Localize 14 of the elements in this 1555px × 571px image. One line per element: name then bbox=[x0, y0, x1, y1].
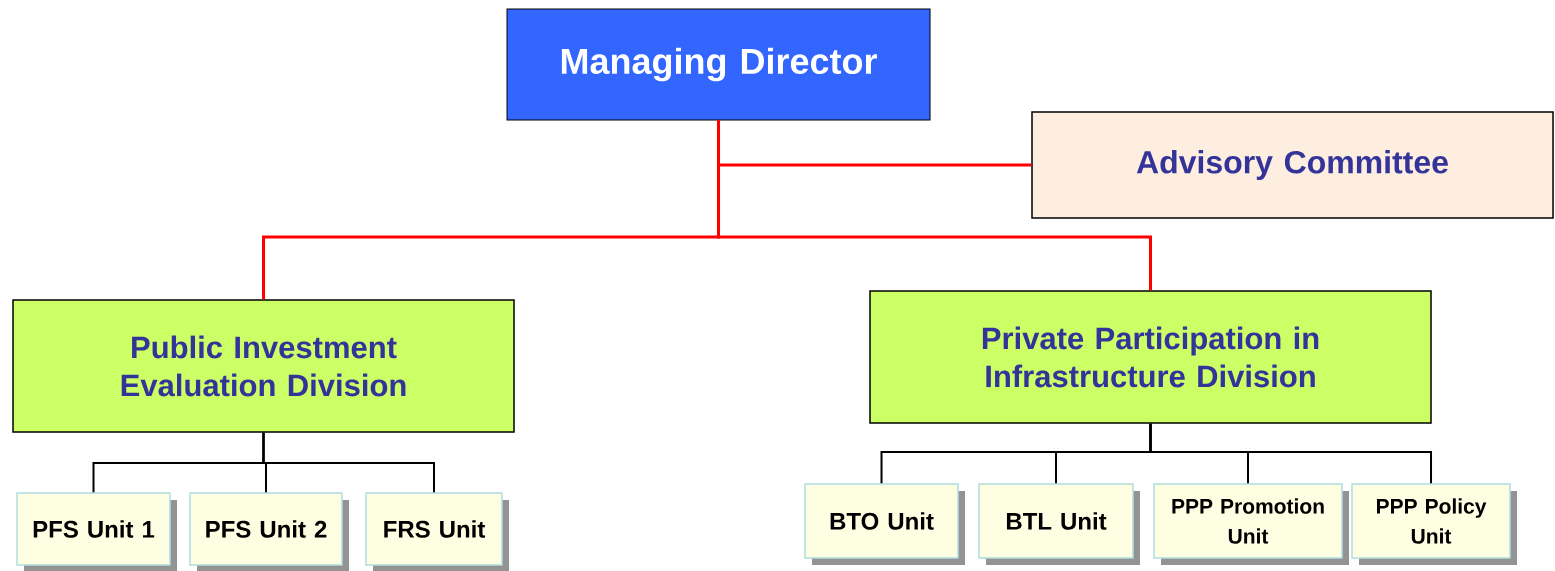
division-box: Private Participation in Infrastructure Division bbox=[869, 290, 1432, 424]
unit-box: BTO Unit bbox=[804, 483, 965, 565]
managing-director-box: Managing Director bbox=[506, 8, 931, 121]
connector-line bbox=[262, 431, 435, 494]
unit-box: BTL Unit bbox=[978, 483, 1140, 565]
unit-box: FRS Unit bbox=[365, 492, 509, 571]
connector-line bbox=[717, 120, 1152, 291]
unit-box: PFS Unit 1 bbox=[16, 492, 177, 571]
unit-box: PPP Policy Unit bbox=[1351, 483, 1517, 565]
division-box: Public Investment Evaluation Division bbox=[12, 299, 515, 433]
committee-box: Advisory Committee bbox=[1031, 111, 1554, 219]
unit-box: PPP Promotion Unit bbox=[1153, 483, 1349, 565]
unit-box: PFS Unit 2 bbox=[189, 492, 349, 571]
connector-line bbox=[1149, 422, 1432, 485]
